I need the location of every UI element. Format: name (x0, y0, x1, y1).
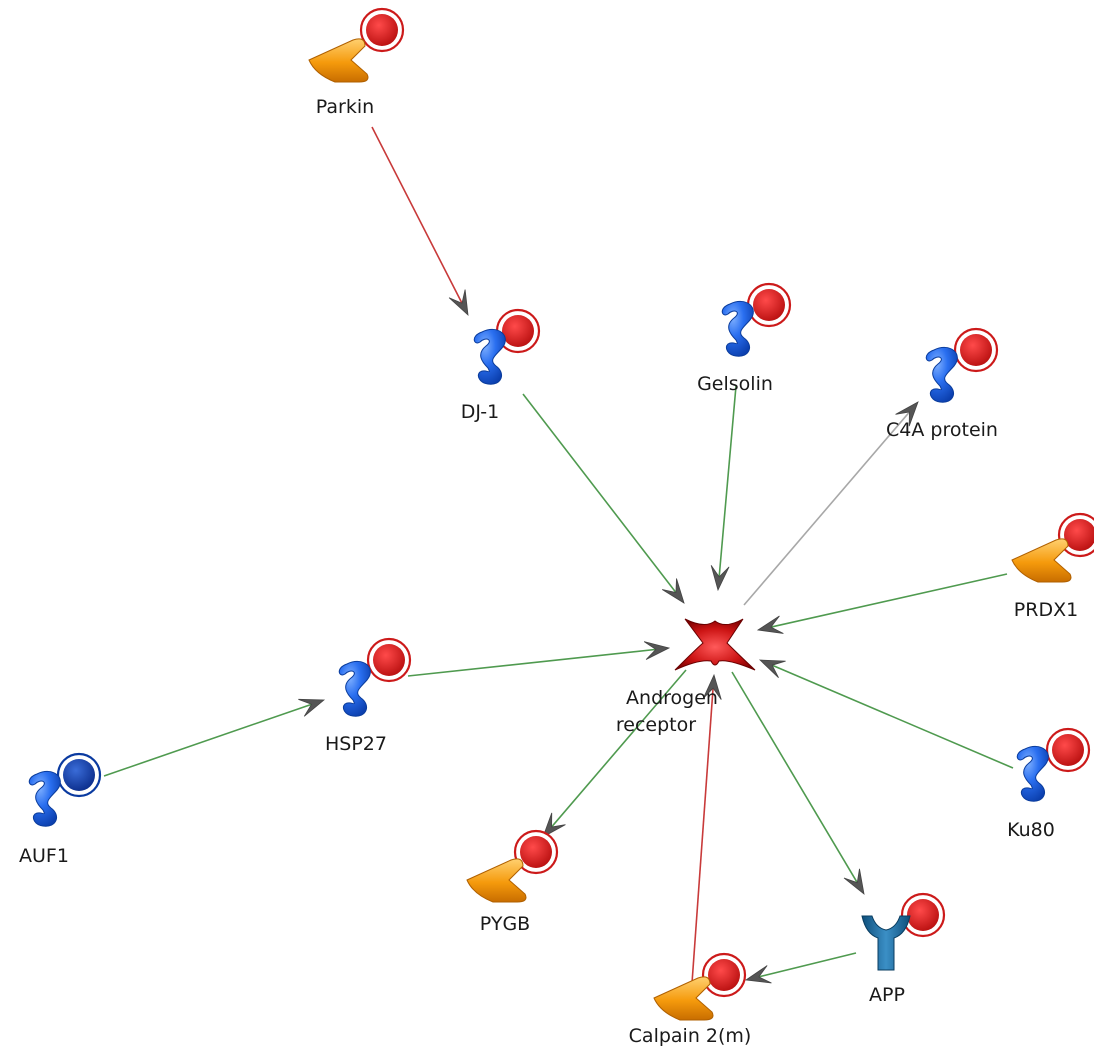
upregulated-marker-icon (701, 952, 747, 998)
edge-line (743, 406, 915, 606)
node-label: AUF1 (19, 845, 69, 867)
enzyme-icon (1011, 538, 1072, 583)
arrowhead (643, 641, 671, 660)
edge-dj1-to-ar (522, 393, 685, 604)
upregulated-marker-icon (366, 637, 412, 683)
node-label: PYGB (480, 913, 530, 935)
app-node[interactable]: APP (861, 892, 946, 1006)
edge-calpain-to-ar (691, 673, 722, 984)
edge-hsp27-to-ar (407, 641, 671, 677)
transcription-factor-icon (674, 618, 756, 671)
node-label: Calpain 2(m) (629, 1025, 752, 1047)
edge-line (751, 952, 857, 980)
arrowhead (710, 565, 730, 592)
gelsolin-node[interactable]: Gelsolin (697, 282, 792, 395)
protein-icon (721, 300, 754, 357)
edge-ar-to-pygb (542, 669, 687, 838)
upregulated-marker-icon (746, 282, 792, 328)
arrowhead (758, 659, 786, 678)
arrowhead (542, 812, 566, 838)
arrowhead (895, 401, 919, 427)
upregulated-marker-icon (1045, 727, 1091, 773)
edge-line (765, 661, 1014, 769)
dj-1-node[interactable]: DJ-1 (461, 308, 541, 423)
edge-ar-to-app (731, 671, 865, 895)
edge-ar-to-c4a (743, 401, 919, 606)
edge-line (546, 669, 687, 833)
protein-icon (473, 328, 506, 385)
node-label: PRDX1 (1014, 599, 1078, 621)
node-label: C4A protein (886, 419, 998, 441)
arrowhead (448, 289, 469, 317)
edge-ku80-to-ar (758, 659, 1014, 769)
edge-line (103, 701, 319, 777)
node-label: Ku80 (1007, 819, 1055, 841)
androgen-receptor-node[interactable]: Androgen receptor (616, 618, 756, 736)
enzyme-icon (466, 858, 527, 903)
auf1-node[interactable]: AUF1 (19, 752, 102, 867)
edge-app-to-calpain (744, 952, 857, 984)
protein-icon (1016, 745, 1049, 802)
arrowhead (702, 673, 722, 700)
prdx1-node[interactable]: PRDX1 (1011, 512, 1094, 621)
edge-line (731, 671, 862, 890)
edge-parkin-to-dj1 (371, 126, 469, 317)
protein-icon (28, 770, 61, 827)
edge-line (763, 573, 1008, 630)
upregulated-marker-icon (359, 7, 405, 53)
calpain-2m-node[interactable]: Calpain 2(m) (629, 952, 752, 1047)
edge-line (407, 647, 664, 677)
pygb-node[interactable]: PYGB (466, 829, 559, 935)
node-label: APP (869, 984, 905, 1006)
node-label-line-1: Androgen (626, 687, 718, 709)
node-label: Parkin (316, 96, 374, 118)
upregulated-marker-icon (900, 892, 946, 938)
upregulated-marker-icon (513, 829, 559, 875)
enzyme-icon (653, 976, 714, 1021)
arrowhead (843, 868, 865, 895)
arrowhead (298, 698, 326, 717)
edge-line (522, 393, 681, 599)
hsp27-node[interactable]: HSP27 (325, 637, 412, 755)
protein-icon (925, 346, 958, 403)
arrowhead (662, 578, 685, 604)
downregulated-marker-icon (56, 752, 102, 798)
arrowhead (756, 615, 784, 634)
node-label: Gelsolin (697, 373, 773, 395)
ku80-node[interactable]: Ku80 (1007, 727, 1091, 841)
edge-gelsolin-to-ar (710, 385, 737, 592)
upregulated-marker-icon (953, 327, 999, 373)
edge-line (691, 680, 715, 984)
c4a-protein-node[interactable]: C4A protein (886, 327, 999, 441)
arrowhead (744, 965, 772, 984)
node-label: HSP27 (325, 733, 387, 755)
edge-line (717, 385, 737, 585)
node-label: DJ-1 (461, 401, 500, 423)
receptor-icon (861, 915, 911, 971)
enzyme-icon (308, 38, 369, 83)
edge-line (371, 126, 466, 311)
edge-auf1-to-hsp27 (103, 698, 326, 777)
node-label-line-2: receptor (616, 714, 696, 736)
edge-layer (103, 126, 1014, 984)
edge-prdx1-to-ar (756, 573, 1008, 634)
parkin-node[interactable]: Parkin (308, 7, 405, 118)
protein-icon (338, 660, 371, 717)
